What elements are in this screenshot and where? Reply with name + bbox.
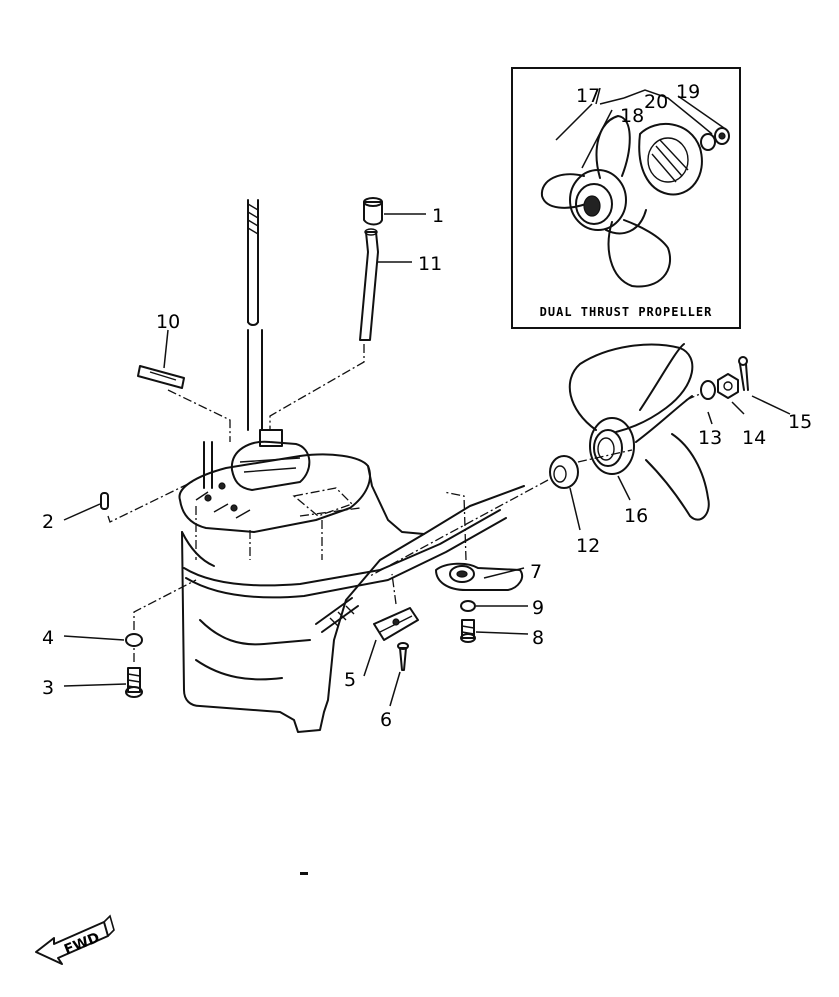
dual-thrust-propeller-drawing (540, 115, 730, 288)
callout-part-3: 3 (42, 677, 54, 699)
callout-part-5: 5 (344, 669, 356, 691)
part-16-propeller-drawing (568, 343, 710, 521)
part-10-pin-drawing (137, 365, 185, 389)
callout-part-4: 4 (42, 627, 54, 649)
callout-part-6: 6 (380, 709, 392, 731)
dual-thrust-propeller-inset: DUAL THRUST PROPELLER (511, 67, 741, 329)
stray-mark (300, 872, 308, 875)
callout-part-7: 7 (530, 561, 542, 583)
callout-part-17: 17 (576, 85, 600, 107)
callout-part-10: 10 (156, 311, 180, 333)
callout-part-9: 9 (532, 597, 544, 619)
leader-lines (63, 213, 791, 707)
fwd-direction-arrow: FWD (35, 914, 115, 965)
part-13-washer-drawing (700, 380, 716, 400)
part-4-washer-drawing (125, 633, 143, 647)
callout-part-18: 18 (620, 105, 644, 127)
part-1-cap-drawing (363, 197, 383, 226)
callout-part-15: 15 (788, 411, 812, 433)
callout-part-12: 12 (576, 535, 600, 557)
callout-part-19: 19 (676, 81, 700, 103)
part-callouts: 1 2 3 4 5 6 7 8 9 10 11 12 13 14 15 16 1… (42, 81, 812, 731)
callout-part-1: 1 (432, 205, 444, 227)
part-9-washer-drawing (460, 600, 476, 612)
part-3-bolt-drawing (125, 667, 143, 698)
callout-part-14: 14 (742, 427, 766, 449)
callout-part-2: 2 (42, 511, 54, 533)
callout-part-8: 8 (532, 627, 544, 649)
callout-part-11: 11 (418, 253, 442, 275)
part-7-trim-tab-drawing (435, 562, 524, 591)
part-5-anode-drawing (373, 607, 419, 641)
part-15-cotter-pin-drawing (738, 356, 749, 391)
part-11-tube-drawing (359, 228, 379, 341)
part-12-thrust-washer-drawing (549, 455, 579, 489)
part-8-bolt-drawing (460, 619, 476, 643)
callout-part-20: 20 (644, 91, 668, 113)
assembly-lines (107, 344, 701, 662)
part-6-screw-drawing (397, 642, 409, 671)
lower-unit-housing (178, 199, 525, 733)
inset-caption: DUAL THRUST PROPELLER (540, 305, 713, 319)
callout-part-16: 16 (624, 505, 648, 527)
part-14-nut-drawing (717, 373, 739, 399)
part-2-pin-drawing (100, 492, 109, 510)
callout-part-13: 13 (698, 427, 722, 449)
